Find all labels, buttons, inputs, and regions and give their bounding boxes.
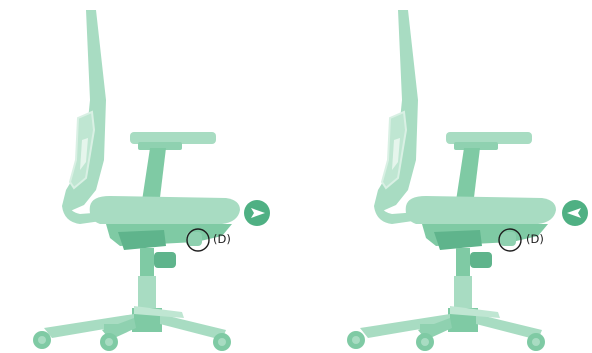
seat-depth-lever xyxy=(500,232,516,246)
chair-panel-right: (D) xyxy=(296,0,592,353)
callout-label-d: (D) xyxy=(526,234,544,246)
chair-panel-left: (D) xyxy=(0,0,296,353)
chair-seat xyxy=(90,196,240,224)
chair-backrest xyxy=(374,10,418,212)
chair-illustration-right xyxy=(296,0,592,353)
arrow-left-icon xyxy=(562,200,588,226)
chair-seat xyxy=(406,196,556,224)
arrow-right-icon xyxy=(244,200,270,226)
chair-gas-column xyxy=(454,276,472,312)
chair-gas-column xyxy=(138,276,156,312)
callout-label-d: (D) xyxy=(213,234,231,246)
chair-backrest xyxy=(62,10,106,212)
chair-illustration-left xyxy=(0,0,296,353)
